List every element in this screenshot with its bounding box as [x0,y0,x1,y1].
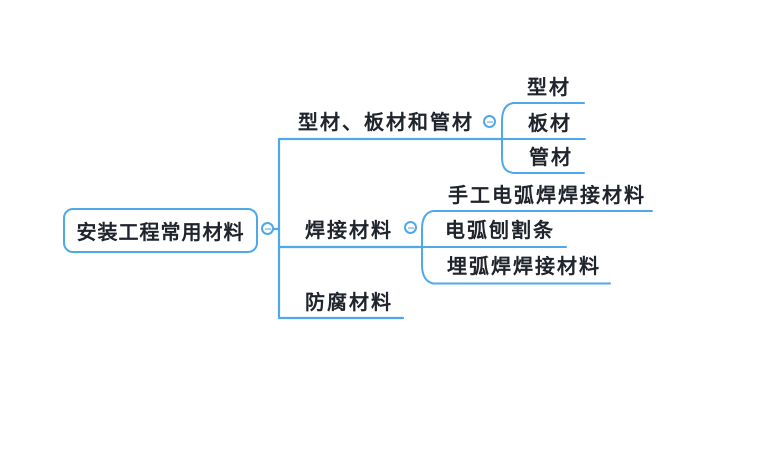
root-topic[interactable]: 安装工程常用材料 [63,208,258,253]
minus-icon [407,226,414,229]
topic-branch-anticorrosion-materials[interactable]: 防腐材料 [305,292,393,314]
root-topic-label: 安装工程常用材料 [76,222,245,244]
topic-child-arc-gouging-rods[interactable]: 电弧刨割条 [445,220,555,242]
topic-child-pipes[interactable]: 管材 [529,147,573,169]
minus-icon [264,227,271,230]
topic-child-manual-arc-welding-materials[interactable]: 手工电弧焊焊接材料 [448,185,646,207]
collapse-button-branch2[interactable] [404,221,417,234]
minus-icon [486,120,493,123]
topic-child-profiles[interactable]: 型材 [527,77,571,99]
topic-branch-profiles-plates-pipes[interactable]: 型材、板材和管材 [298,112,474,134]
topic-child-plates[interactable]: 板材 [528,113,572,135]
topic-branch-welding-materials[interactable]: 焊接材料 [305,220,393,242]
collapse-button-root[interactable] [261,222,274,235]
topic-child-submerged-arc-welding-materials[interactable]: 埋弧焊焊接材料 [447,256,601,278]
collapse-button-branch1[interactable] [483,115,496,128]
